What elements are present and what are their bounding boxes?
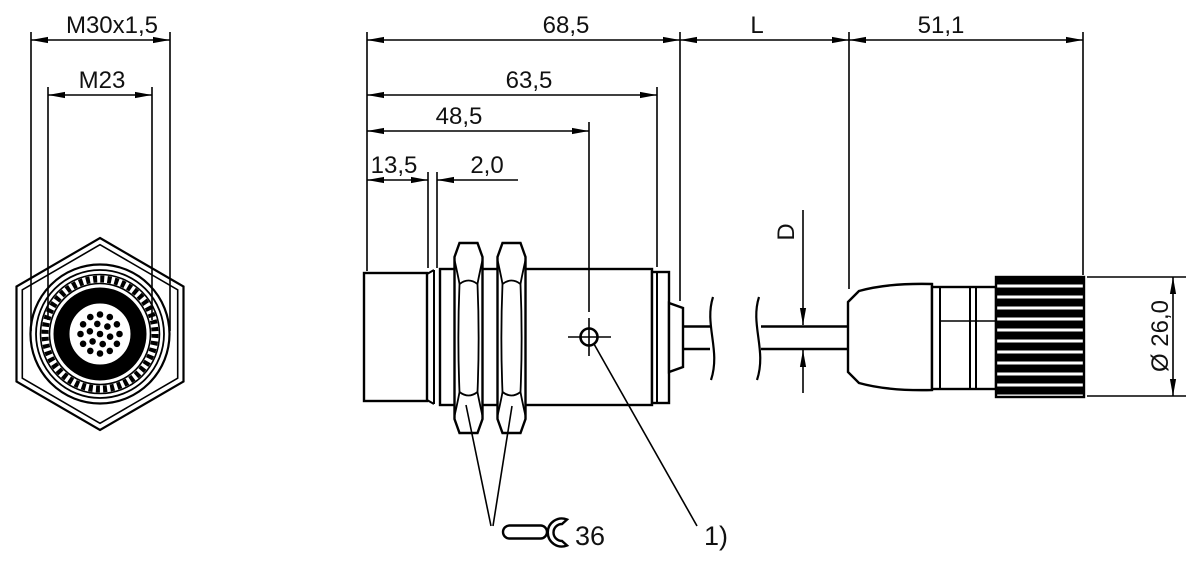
knurled-coupling-nut — [994, 275, 1086, 399]
leader-nut-1 — [465, 404, 492, 527]
label-note-1: 1) — [704, 521, 728, 551]
knurl-ring-inner — [48, 282, 152, 386]
socket-ring — [53, 287, 147, 381]
connector-pins — [77, 311, 123, 357]
dimension-lines — [30, 32, 1186, 527]
wrench-icon — [501, 517, 570, 548]
leader-marking-hole — [593, 343, 698, 527]
label-m23: M23 — [79, 67, 126, 94]
break-line-left — [709, 296, 716, 381]
break-line-right — [755, 296, 762, 381]
cable-gland-cone — [667, 301, 685, 374]
dimension-labels: M30x1,5 M23 68,5 L 51,1 63,5 48,5 13,5 2… — [66, 12, 1174, 551]
sensing-face-cap — [362, 271, 429, 403]
label-L: L — [750, 12, 763, 39]
label-48-5: 48,5 — [436, 103, 483, 130]
connector-side-view — [846, 275, 1086, 399]
label-13-5: 13,5 — [371, 152, 418, 179]
thread-outer-circle — [29, 263, 171, 405]
cable — [683, 296, 848, 381]
knurl-ring-outer — [39, 273, 161, 395]
label-2-0: 2,0 — [470, 152, 503, 179]
front-view — [15, 236, 185, 432]
label-dia-26: Ø 26,0 — [1147, 300, 1174, 372]
hex-nut-2 — [496, 241, 527, 435]
leader-nut-2 — [492, 405, 513, 527]
side-view — [362, 241, 685, 435]
marking-hole — [568, 318, 611, 356]
label-D: D — [773, 223, 800, 240]
label-wrench-size: 36 — [575, 521, 605, 551]
end-cap — [650, 270, 671, 405]
hex-nut-chamfer-outline — [21, 243, 179, 425]
label-68-5: 68,5 — [543, 12, 590, 39]
label-63-5: 63,5 — [506, 67, 553, 94]
connector-boot — [846, 282, 934, 392]
knurl-ring-teeth — [41, 275, 159, 393]
thread-relief-circle — [35, 269, 165, 399]
connector-collar — [930, 285, 998, 391]
label-m30: M30x1,5 — [66, 12, 158, 39]
label-51-1: 51,1 — [918, 12, 965, 39]
hex-nut-outline — [15, 236, 185, 432]
hex-nut-1 — [453, 241, 484, 435]
